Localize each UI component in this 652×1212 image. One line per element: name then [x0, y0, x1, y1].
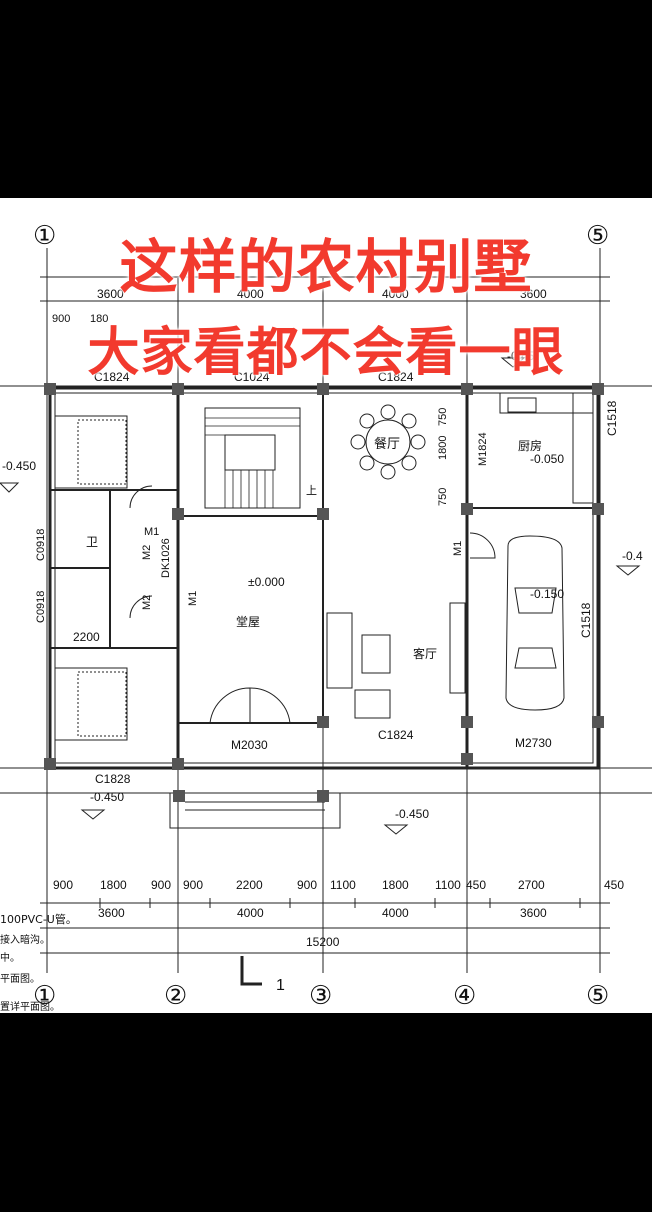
window-label: C0918 — [35, 529, 47, 561]
dimension-text: 1800 — [437, 436, 449, 460]
dimension-text: 900 — [151, 878, 171, 892]
room-label-living: 客厅 — [413, 646, 437, 661]
dimension-text: 2700 — [518, 878, 545, 892]
axis-label: ④ — [453, 981, 476, 1011]
door-label: M1 — [187, 591, 199, 606]
dimension-text: 900 — [53, 878, 73, 892]
room-label-kitchen: 厨房 — [518, 438, 542, 453]
window-label: C1824 — [94, 370, 130, 384]
level-mark: -0.450 — [90, 790, 124, 804]
door-label: M2030 — [231, 738, 268, 752]
dimension-text: 3600 — [98, 906, 125, 920]
dimension-text: 180 — [90, 313, 108, 325]
window-label: C1024 — [234, 370, 270, 384]
room-label-hall: 堂屋 — [236, 615, 260, 629]
dimension-text: 15200 — [306, 935, 340, 949]
floor-plan-drawing: ① ⑤ ① ② ③ ④ ⑤ 3600 4000 4000 3600 900 18… — [0, 221, 652, 1013]
dimension-text: 450 — [604, 878, 624, 892]
dimension-text: 900 — [52, 313, 70, 325]
note-text: 接入暗沟。 — [0, 933, 50, 946]
dimension-text: 4000 — [382, 906, 409, 920]
axis-label: ⑤ — [586, 221, 609, 251]
window-label: C1824 — [378, 370, 414, 384]
dimension-text: 2200 — [236, 878, 263, 892]
stair-label: 上 — [306, 484, 317, 497]
dimension-text: 4000 — [237, 906, 264, 920]
room-label-dining: 餐厅 — [374, 436, 400, 452]
axis-label: ② — [164, 981, 187, 1011]
level-mark: -0.4 — [622, 549, 643, 563]
level-mark: -0.050 — [530, 452, 564, 466]
dimension-text: 3600 — [97, 287, 124, 301]
door-label: DK1026 — [160, 538, 172, 578]
axis-label: ⑤ — [586, 981, 609, 1011]
note-text: 平面图。 — [0, 973, 40, 985]
section-mark: 1 — [276, 977, 285, 994]
dimension-text: 1100 — [435, 878, 461, 892]
window-label: C1824 — [378, 728, 414, 742]
dimension-text: 3600 — [520, 287, 547, 301]
door-label: M2 — [141, 545, 153, 560]
dimension-text: 750 — [437, 408, 449, 426]
dimension-text: 4000 — [382, 287, 409, 301]
dimension-text: 900 — [183, 878, 203, 892]
window-label: C1518 — [579, 602, 593, 638]
dimension-text: 4000 — [237, 287, 264, 301]
window-label: C0918 — [35, 591, 47, 623]
door-label: M1 — [452, 541, 464, 556]
video-frame: ① ⑤ ① ② ③ ④ ⑤ 3600 4000 4000 3600 900 18… — [0, 198, 652, 1013]
dimension-text: 750 — [437, 488, 449, 506]
window-label: C1828 — [95, 772, 131, 786]
headline-line-2: 大家看都不会看一眼 — [87, 323, 565, 383]
dimension-text: 450 — [466, 878, 486, 892]
level-mark: ±0.000 — [248, 575, 285, 589]
level-mark: -0.450 — [2, 459, 36, 473]
dimension-text: 3600 — [520, 906, 547, 920]
window-label: C1518 — [605, 400, 619, 436]
dimension-text: 1100 — [330, 878, 356, 892]
headline-line-1: 这样的农村别墅 — [119, 233, 533, 301]
door-label: M1 — [144, 526, 159, 538]
dimension-text: 1800 — [382, 878, 409, 892]
dimension-text: 900 — [297, 878, 317, 892]
level-mark: -0.450 — [395, 807, 429, 821]
door-label: M1824 — [477, 432, 489, 466]
level-mark: -0.150 — [530, 587, 564, 601]
note-text: 100PVC-U管。 — [0, 912, 77, 926]
axis-label: ③ — [309, 981, 332, 1011]
axis-label: ① — [33, 981, 56, 1011]
note-text: 置详平面图。 — [0, 1000, 60, 1013]
level-mark: -0.45 — [507, 349, 535, 363]
axis-label: ① — [33, 221, 56, 251]
door-label: M2730 — [515, 736, 552, 750]
dimension-text: 1800 — [100, 878, 127, 892]
dimension-text: 2200 — [73, 630, 100, 644]
note-text: 中。 — [0, 951, 20, 964]
door-label: M2 — [141, 595, 153, 610]
room-label-bath: 卫 — [86, 535, 98, 549]
